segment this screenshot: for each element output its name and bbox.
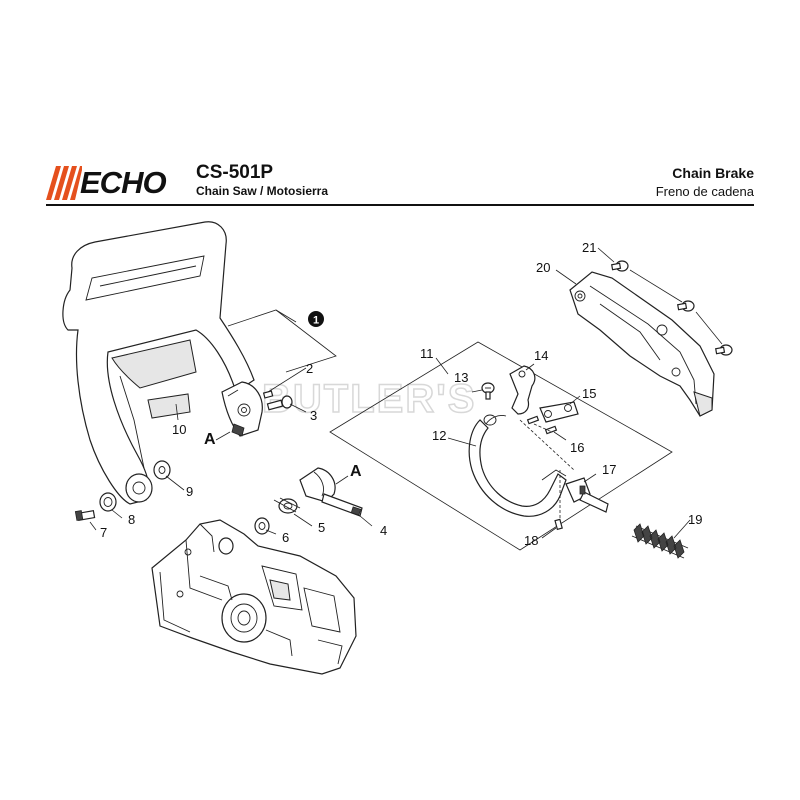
callout-14[interactable]: 14 (534, 348, 548, 363)
crankcase-housing (151, 519, 357, 675)
reference-a-left: A (204, 431, 216, 448)
callout-12[interactable]: 12 (432, 428, 446, 443)
link-plate-part[interactable] (539, 401, 579, 423)
echo-logo: ECHO (46, 165, 186, 200)
bolt-part[interactable] (266, 395, 293, 411)
callout-5[interactable]: 5 (318, 520, 325, 535)
brake-link-part[interactable] (299, 467, 363, 517)
watermark: BUTLER'S (262, 377, 476, 421)
callout-11[interactable]: 11 (420, 346, 434, 361)
callout-20[interactable]: 20 (536, 260, 550, 275)
callout-17[interactable]: 17 (602, 462, 616, 477)
sleeve-part[interactable] (254, 517, 270, 535)
logo-stripes-icon (46, 166, 82, 200)
cover-screw-part[interactable] (611, 260, 733, 356)
model-description: Chain Saw / Motosierra (196, 184, 329, 198)
reference-a-right-arrow (335, 475, 349, 485)
spring-holder-part[interactable] (565, 477, 609, 513)
callout-16[interactable]: 16 (570, 440, 584, 455)
section-title: Chain Brake (672, 165, 754, 181)
hex-bolt-part[interactable] (74, 509, 96, 522)
header-divider (46, 204, 754, 206)
callout-15[interactable]: 15 (582, 386, 596, 401)
logo-wordmark: ECHO (80, 165, 167, 200)
model-number: CS-501P (196, 162, 274, 183)
reference-a-right: A (350, 463, 362, 480)
band-screw-part[interactable] (481, 382, 495, 400)
pin-part[interactable] (262, 390, 274, 399)
callout-10[interactable]: 10 (172, 422, 186, 437)
callout-9[interactable]: 9 (186, 484, 193, 499)
callout-8[interactable]: 8 (128, 512, 135, 527)
callout-6[interactable]: 6 (282, 530, 289, 545)
callout-13[interactable]: 13 (454, 370, 468, 385)
callout-4[interactable]: 4 (380, 523, 387, 538)
hand-guard-part[interactable] (62, 221, 255, 505)
collar-part[interactable] (99, 492, 117, 512)
section-subtitle: Freno de cadena (655, 184, 754, 199)
spring-part[interactable] (273, 497, 301, 514)
page-header: ECHO CS-501P Chain Saw / Motosierra Chai… (46, 160, 754, 206)
brake-band-part[interactable] (468, 414, 567, 517)
brake-lever-assembly[interactable] (221, 381, 263, 437)
callout-19[interactable]: 19 (688, 512, 702, 527)
brake-spring-part[interactable] (631, 523, 689, 559)
spring-pin-part[interactable] (554, 518, 563, 531)
callout-2[interactable]: 2 (306, 361, 313, 376)
callout-21[interactable]: 21 (582, 240, 596, 255)
callout-18[interactable]: 18 (524, 533, 538, 548)
callout-3[interactable]: 3 (310, 408, 317, 423)
kit-badge-icon (308, 311, 324, 327)
brake-lever-part[interactable] (509, 365, 536, 415)
washer-part[interactable] (153, 460, 171, 480)
callout-7[interactable]: 7 (100, 525, 107, 540)
brake-cover-part[interactable] (569, 271, 715, 417)
link-pin-part[interactable] (526, 415, 558, 435)
kit-number: 1 (313, 315, 319, 327)
leader-lines (89, 247, 723, 539)
reference-a-left-arrow (215, 431, 231, 441)
